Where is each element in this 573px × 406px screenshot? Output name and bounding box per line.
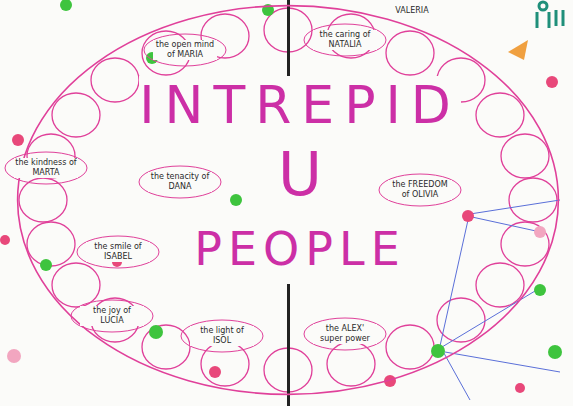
outline-ellipse	[5, 152, 87, 184]
petal-node: the smile of ISABEL	[76, 235, 160, 269]
petal-text: the FREEDOM of OLIVIA	[388, 180, 452, 199]
petal-node: the caring of NATALIA	[303, 23, 387, 57]
petal-text: the light of ISOL	[190, 326, 254, 345]
blue-arrows	[440, 200, 560, 400]
outline-ellipse	[77, 236, 159, 268]
title-word: PEOPLE	[194, 214, 405, 284]
petal-node: the open mind of MARIA	[143, 33, 227, 67]
outline-ellipse	[304, 318, 386, 350]
outline-ellipse	[139, 166, 221, 198]
people-icon	[537, 2, 563, 28]
big-oval: INTREPID U PEOPLE the open mind of MARIA t…	[16, 4, 560, 396]
outline-ellipse	[379, 174, 461, 206]
handwritten-note: VALERIA	[395, 6, 428, 15]
orange-marker	[508, 40, 528, 60]
outline-ellipse	[304, 24, 386, 56]
petal-node: the kindness of MARTA	[4, 151, 88, 185]
petal-text: the open mind of MARIA	[153, 40, 217, 59]
petal-text: the kindness of MARTA	[14, 158, 78, 177]
outline-ellipse	[181, 320, 263, 352]
petal-text: the ALEX' super power	[313, 324, 377, 343]
petal-node: the joy of LUCIA	[70, 299, 154, 333]
outline-ellipse	[71, 300, 153, 332]
petal-text: the caring of NATALIA	[313, 30, 377, 49]
title-word: U	[278, 134, 322, 214]
petal-node: the light of ISOL	[180, 319, 264, 353]
outline-ellipse	[18, 6, 559, 395]
petal-node: the tenacity of DANA	[138, 165, 222, 199]
petal-text: the tenacity of DANA	[148, 172, 212, 191]
title-word: INTREPID	[139, 76, 461, 134]
outline-ellipse	[144, 34, 226, 66]
petal-text: the joy of LUCIA	[80, 306, 144, 325]
sticker-dots	[0, 0, 562, 393]
petal-node: the ALEX' super power	[303, 317, 387, 351]
petal-node: the FREEDOM of OLIVIA	[378, 173, 462, 207]
petal-text: the smile of ISABEL	[86, 242, 150, 261]
